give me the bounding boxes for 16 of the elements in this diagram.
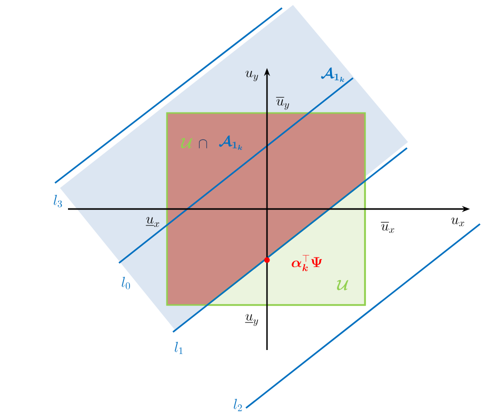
set-label: $\boldsymbol{\mathcal{A}}_{\boldsymbol{1_k}}$ (219, 135, 242, 150)
line-label: $l_0$ (122, 276, 130, 290)
line-label: $l_1$ (174, 342, 183, 354)
bound-label: $\overline{u}_y$ (276, 97, 290, 110)
set-label: $\boldsymbol{\mathcal{U}}$ (336, 280, 348, 290)
point-label: $\boldsymbol{\alpha}_{\boldsymbol{k}}^{\top}\boldsymbol{\Psi}$ (292, 255, 322, 272)
bound-label: $\overline{u}_x$ (380, 222, 394, 233)
bound-label: $\underline{u}_x$ (146, 217, 160, 227)
set-label: $\boldsymbol{\mathcal{A}}_{\boldsymbol{1_k}}$ (321, 67, 344, 82)
axis-label: $u_y$ (246, 70, 258, 82)
operator-symbol: $\cap$ (198, 139, 207, 148)
set-label: $\boldsymbol{\mathcal{U}}$ (180, 138, 192, 148)
bound-label: $\underline{u}_y$ (245, 314, 258, 326)
line-label: $l_3$ (54, 194, 62, 208)
line-label: $l_2$ (234, 398, 242, 412)
axis-label: $u_x$ (451, 218, 464, 226)
